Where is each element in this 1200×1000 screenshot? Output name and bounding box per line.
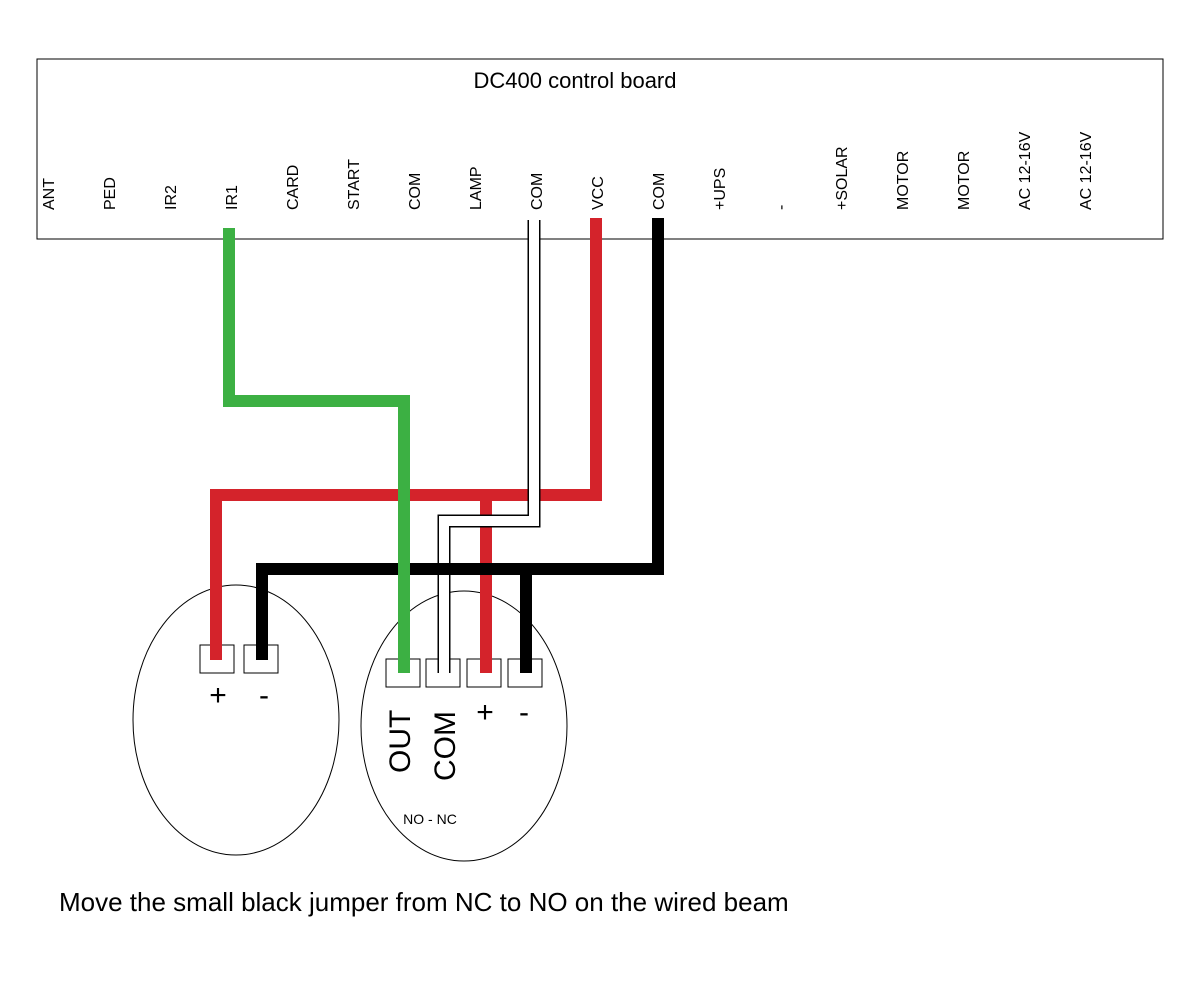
terminal-card: CARD: [285, 165, 302, 210]
receiver-com-label: COM: [429, 711, 462, 781]
instruction-note: Move the small black jumper from NC to N…: [59, 887, 789, 917]
wire-com-black: [256, 218, 664, 673]
transmitter-beam: [132, 584, 340, 856]
control-board-outline: [36, 58, 1164, 240]
terminal-com-2: COM: [529, 173, 546, 210]
terminal-labels: ANT PED IR2 IR1 CARD START COM LAMP COM …: [41, 131, 1095, 210]
wire-com-white: [437, 220, 541, 673]
wire-ir1-main: [223, 228, 410, 673]
terminal-ant: ANT: [41, 178, 58, 210]
transmitter-minus-label: -: [259, 679, 269, 712]
terminal-ir1: IR1: [224, 185, 241, 210]
terminal-ac-1: AC 12-16V: [1017, 131, 1034, 210]
board-title: DC400 control board: [473, 68, 676, 93]
receiver-out-label: OUT: [384, 710, 417, 773]
control-board: DC400 control board ANT PED IR2 IR1 CARD…: [36, 58, 1164, 240]
receiver-plus-label: +: [476, 696, 494, 729]
terminal-solar: +SOLAR: [834, 146, 851, 210]
terminal-minus: -: [773, 205, 790, 210]
receiver-minus-label: -: [519, 696, 529, 729]
terminal-ac-2: AC 12-16V: [1078, 131, 1095, 210]
terminal-vcc: VCC: [590, 176, 607, 210]
terminal-ped: PED: [102, 177, 119, 210]
terminal-ups: +UPS: [712, 168, 729, 210]
terminal-ir2: IR2: [163, 185, 180, 210]
terminal-com-3: COM: [651, 173, 668, 210]
wire-com-black-main: [256, 218, 664, 660]
receiver-jumper-label: NO - NC: [403, 811, 457, 827]
terminal-com-1: COM: [407, 173, 424, 210]
transmitter-plus-label: +: [209, 679, 227, 712]
terminal-lamp: LAMP: [468, 166, 485, 210]
terminal-start: START: [346, 159, 363, 210]
terminal-motor-1: MOTOR: [895, 151, 912, 210]
wire-com-white-core: [439, 220, 539, 673]
wire-ir1-green: [223, 228, 410, 673]
terminal-motor-2: MOTOR: [956, 151, 973, 210]
